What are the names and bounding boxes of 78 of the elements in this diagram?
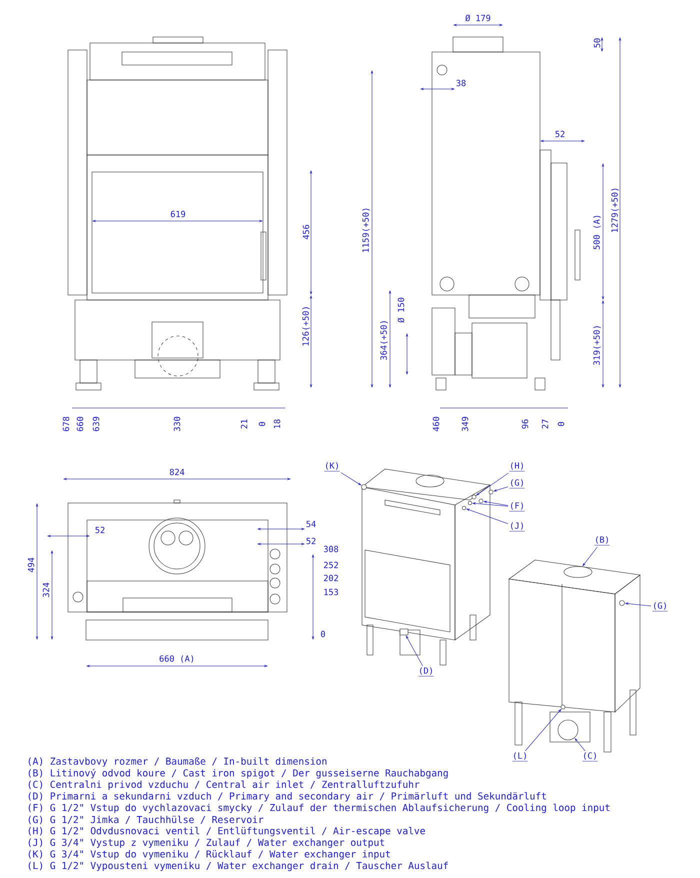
dimension-label: 54 — [306, 520, 316, 528]
dimension-label: 1279(+50) — [611, 188, 619, 232]
dimension-label: 18 — [274, 419, 280, 428]
fitting-part — [472, 494, 476, 500]
legend-line: (A) Zastavbovy rozmer / Baumaße / In-built dimension — [28, 757, 326, 767]
dimension-label: 349 — [462, 416, 468, 432]
legend-line: (F) G 1/2" Vstup do vychlazovaci smycky / Zulauf der thermischen Ablaufsicherung / Cooling loop input — [28, 804, 610, 814]
dimension-label: 0 — [321, 630, 325, 638]
dimension-label: 364(+50) — [380, 321, 388, 360]
legend-line: (D) Primarni a sekundarni vzduch / Primary and secondary air / Primärluft und Sekundärluft — [28, 792, 546, 802]
dimension-label: 126(+50) — [302, 307, 310, 346]
dimension-label: 52 — [306, 538, 316, 544]
fitting-part — [560, 704, 566, 710]
dimension-label: 52 — [555, 130, 564, 138]
legend-line: (K) G 3/4" Vstup do vymeniku / Rücklauf / Water exchanger input — [28, 850, 390, 860]
dimension-label: 0 — [558, 422, 564, 426]
leader-line — [625, 602, 652, 606]
dimension-label: 153 — [324, 588, 338, 596]
leader-line — [340, 472, 362, 486]
fitting-part — [462, 506, 466, 510]
leader-line — [574, 738, 586, 752]
legend-line: (C) Centralni privod vzduchu / Central air inlet / Zentralluftzufuhr — [28, 780, 420, 790]
leader-line — [466, 508, 508, 524]
air-inlet-part — [400, 628, 408, 636]
dimension-label: 660 — [76, 416, 84, 432]
dimension-label: 52 — [95, 526, 104, 534]
dimension-label: 824 — [170, 468, 184, 476]
dimension-label: 202 — [324, 574, 338, 582]
leader-line — [582, 546, 598, 566]
dimension-label: 252 — [324, 562, 338, 568]
fitting-part — [478, 498, 484, 504]
dimension-label: 319(+50) — [593, 326, 601, 365]
dimension-label: 27 — [542, 420, 548, 428]
dimension-label: 1159(+50) — [362, 208, 370, 252]
dimension-label: 21 — [240, 419, 248, 428]
dimension-label: 660 (A) — [160, 655, 194, 663]
dimension-label: 619 — [170, 210, 186, 218]
dimension-label: Ø 179 — [465, 14, 490, 22]
dimension-label: 308 — [324, 546, 338, 552]
callout-label: (G) — [652, 602, 668, 612]
dimension-label: 639 — [92, 416, 100, 432]
dimension-label: 460 — [432, 416, 440, 432]
legend-line: (G) G 1/2" Jimka / Tauchhülse / Reservoir — [28, 816, 264, 824]
callout-label: (D) — [418, 667, 434, 676]
dimension-label: 38 — [456, 80, 466, 86]
dimension-label: 330 — [174, 416, 180, 432]
dimension-label: 50 — [594, 38, 600, 48]
flue-spigot-part — [564, 566, 592, 578]
legend-line: (H) G 1/2" Odvdusnovaci ventil / Entlüftungsventil / Air-escape valve — [28, 826, 425, 836]
leader-line — [476, 472, 509, 496]
dimension-label: 678 — [62, 416, 70, 432]
callout-label: (F) — [509, 502, 525, 512]
callout-label: (K) — [324, 462, 340, 472]
fitting-part — [361, 484, 367, 490]
legend-line: (L) G 1/2" Vypousteni vymeniku / Water exchanger drain / Tauscher Auslauf — [28, 862, 448, 872]
callout-label: (G) — [509, 479, 525, 488]
leader-line — [484, 500, 508, 506]
callout-label: (B) — [594, 536, 610, 546]
callout-label: (L) — [512, 752, 528, 762]
dimension-label: 96 — [522, 419, 528, 429]
fitting-part — [468, 501, 472, 505]
callout-label: (C) — [582, 752, 598, 762]
leader-line — [494, 486, 508, 492]
dimension-label: 500 (A) — [593, 216, 601, 250]
dimension-label: 494 — [28, 558, 34, 572]
legend-line: (B) Litinový odvod koure / Cast iron spigot / Der gusseiserne Rauchabgang — [28, 768, 448, 778]
leader-line — [472, 502, 508, 506]
dimension-label: 456 — [302, 224, 310, 240]
fitting-part — [488, 490, 494, 494]
fitting-part — [558, 720, 578, 740]
dimension-label: 0 — [258, 422, 266, 426]
callout-label: (J) — [509, 522, 525, 532]
leader-line — [524, 709, 562, 752]
dimension-label: Ø 150 — [398, 298, 404, 323]
dimension-label: 324 — [42, 582, 50, 598]
fitting-part — [619, 600, 625, 606]
legend-line: (J) G 3/4" Vystup z vymeniku / Zulauf / Water exchanger output — [28, 838, 384, 848]
callout-label: (H) — [509, 462, 525, 472]
